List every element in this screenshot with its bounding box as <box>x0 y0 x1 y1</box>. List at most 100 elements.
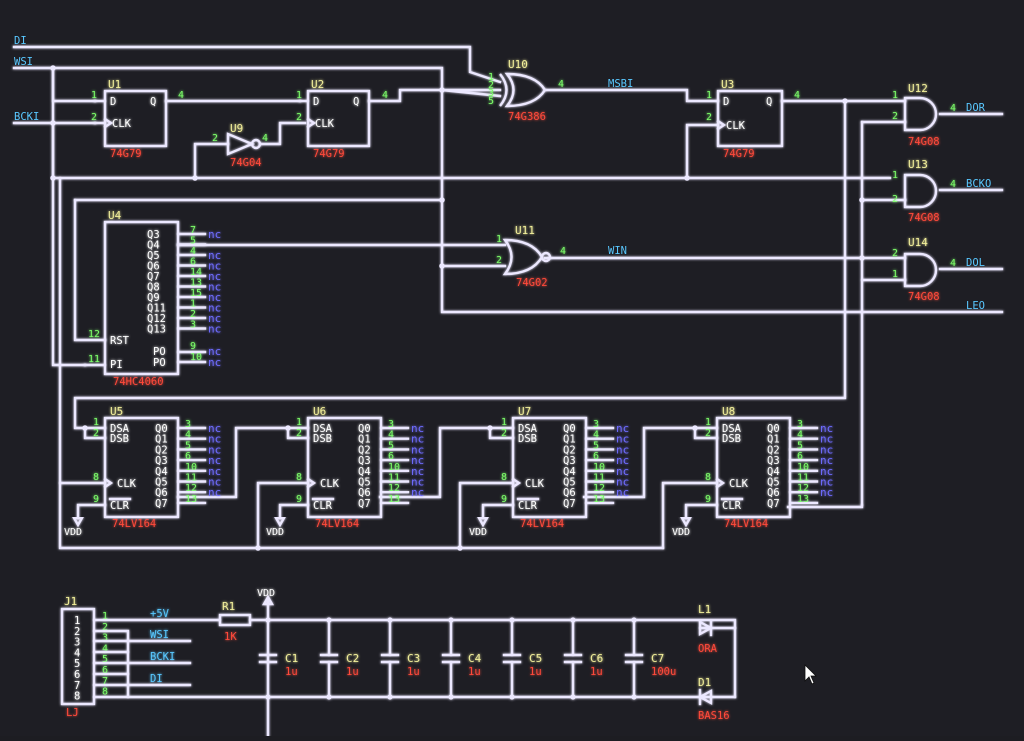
u6-pin-number: 4 <box>388 430 394 441</box>
vdd-label-main: VDD <box>257 588 275 599</box>
u5-ref: U5 <box>110 405 123 418</box>
u6-pin-number: 5 <box>388 440 394 451</box>
u6-nc-label: nc <box>411 433 424 446</box>
u8-pin-out: Q2 <box>767 444 780 456</box>
d1-ref: D1 <box>698 676 711 689</box>
u6-pin-dsa: DSA <box>313 423 333 435</box>
u5-pin-out: Q0 <box>155 423 168 435</box>
u4-pin-number: 15 <box>190 288 202 299</box>
cap-ref: C1 <box>285 652 298 665</box>
j1-pin-number: 2 <box>102 622 108 633</box>
u13-and-gate: 124 U13 74G08 <box>892 158 956 224</box>
u1-ref: U1 <box>108 78 121 91</box>
net-label-wsi-conn: WSI <box>150 629 169 641</box>
svg-text:9: 9 <box>705 494 711 505</box>
u4-pin-out: Q5 <box>147 250 160 262</box>
u5-pin-number: 13 <box>185 494 197 505</box>
u8-pin-number: 12 <box>797 483 809 494</box>
u4-pin-out: Q6 <box>147 261 160 273</box>
j1-pin-number: 1 <box>102 611 108 622</box>
svg-text:2: 2 <box>892 111 898 122</box>
u8-nc-label: nc <box>820 443 833 456</box>
l1-part: ORA <box>698 643 718 655</box>
u4-po2-nc: nc <box>208 356 221 369</box>
u4-pin-po2: PO <box>153 357 166 369</box>
u8-pin-out: Q0 <box>767 423 780 435</box>
cap-ref: C4 <box>468 652 482 665</box>
u5-pin-out: Q2 <box>155 444 168 456</box>
net-label-msbi: MSBI <box>608 78 633 90</box>
u3-flipflop: D Q CLK 124 U3 74G79 <box>706 78 800 160</box>
r1-ref: R1 <box>222 600 235 613</box>
u5-pin-number: 12 <box>185 483 197 494</box>
vdd-label-u5: VDD <box>64 527 82 538</box>
u11-nor-gate: 124 U11 74G02 <box>496 224 566 289</box>
u12-ref: U12 <box>908 82 928 95</box>
u8-pin-dsb: DSB <box>722 433 741 445</box>
u7-nc-label: nc <box>616 443 629 456</box>
j1-pin-number: 8 <box>102 687 108 698</box>
u2-ref: U2 <box>311 78 324 91</box>
svg-text:2: 2 <box>296 112 302 123</box>
u6-pin-out: Q7 <box>358 498 371 510</box>
u4-ref: U4 <box>108 209 122 222</box>
u4-nc-label: nc <box>208 323 221 336</box>
u11-ref: U11 <box>515 224 535 237</box>
u8-part: 74LV164 <box>724 518 768 530</box>
svg-text:4: 4 <box>560 246 566 257</box>
u6-nc-label: nc <box>411 486 424 499</box>
svg-text:1: 1 <box>892 170 898 181</box>
u3-pin-d: D <box>723 96 729 108</box>
u5-nc-label: nc <box>208 433 221 446</box>
u1-part: 74G79 <box>110 148 142 160</box>
u7-pin-clr: CLR <box>518 500 538 512</box>
svg-text:1: 1 <box>501 417 507 428</box>
u8-pin-out: Q5 <box>767 477 780 489</box>
u3-pin-clk: CLK <box>726 120 746 132</box>
u8-pin-number: 3 <box>797 419 803 430</box>
u11-part: 74G02 <box>516 277 548 289</box>
u8-nc-label: nc <box>820 454 833 467</box>
u7-pin-out: Q0 <box>563 423 576 435</box>
u13-part: 74G08 <box>908 212 940 224</box>
u8-pin-number: 6 <box>797 451 803 462</box>
u6-pin-out: Q1 <box>358 434 371 446</box>
cap-value: 1u <box>590 666 603 678</box>
svg-text:2: 2 <box>706 112 712 123</box>
u12-and-gate: 124 U12 74G08 <box>892 82 956 148</box>
j1-pin-label: 7 <box>74 680 80 692</box>
u10-part: 74G386 <box>508 111 546 123</box>
u7-pin-number: 10 <box>593 462 605 473</box>
j1-pin-number: 4 <box>102 643 108 654</box>
svg-text:2: 2 <box>91 112 97 123</box>
net-label-bcki-conn: BCKI <box>150 651 175 663</box>
u4-pin-number: 6 <box>190 257 196 268</box>
u7-pin-number: 6 <box>593 451 599 462</box>
u4-pin-rst: RST <box>110 335 130 347</box>
u4-nc-label: nc <box>208 228 221 241</box>
u5-nc-label: nc <box>208 476 221 489</box>
u10-ref: U10 <box>508 58 528 71</box>
u8-nc-label: nc <box>820 486 833 499</box>
svg-text:2: 2 <box>501 428 507 439</box>
junctions <box>50 65 865 551</box>
svg-text:9: 9 <box>93 494 99 505</box>
u7-pin-number: 3 <box>593 419 599 430</box>
svg-text:8: 8 <box>296 472 302 483</box>
j1-pin-number: 5 <box>102 654 108 665</box>
u12-part: 74G08 <box>908 136 940 148</box>
net-label-bcko: BCKO <box>966 178 991 190</box>
u5-nc-label: nc <box>208 454 221 467</box>
u4-pin-number: 13 <box>190 278 202 289</box>
cap-ref: C6 <box>590 652 603 665</box>
u4-po1-nc: nc <box>208 345 221 358</box>
u2-part: 74G79 <box>313 148 345 160</box>
u6-pin-number: 13 <box>388 494 400 505</box>
